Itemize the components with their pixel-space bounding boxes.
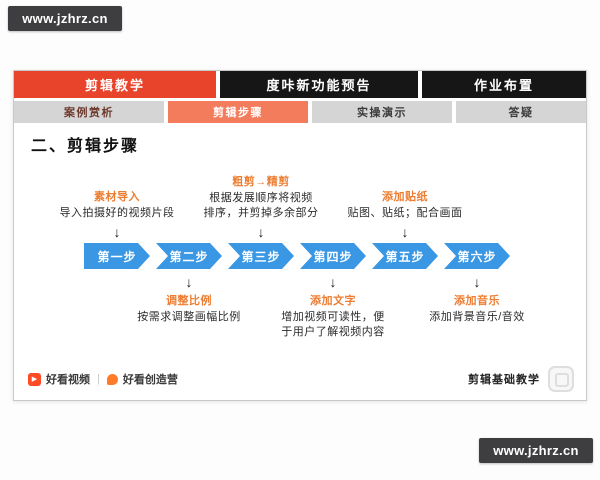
down-arrow-icon: ↓ [113, 224, 121, 240]
slide-card: 剪辑教学 度咔新功能预告 作业布置 案例赏析 剪辑步骤 实操演示 答疑 二、剪辑… [13, 70, 587, 401]
brand-haokan-video: 好看视频 [46, 374, 90, 386]
annotation-desc: 增加视频可读性，便 于用户了解视频内容 [281, 311, 385, 338]
annotation-material-import: 素材导入 导入拍摄好的视频片段 ↓ [60, 161, 175, 239]
step-2: 第二步 [156, 243, 222, 269]
step-5: 第五步 [372, 243, 438, 269]
subtab-qa[interactable]: 答疑 [456, 101, 586, 123]
brand-divider: | [97, 373, 100, 385]
main-tab-bar: 剪辑教学 度咔新功能预告 作业布置 [14, 71, 586, 98]
footer-right: 剪辑基础教学 [468, 366, 574, 392]
watermark-top-left: www.jzhrz.cn [8, 6, 122, 31]
step-4: 第四步 [300, 243, 366, 269]
subtab-practical-demo[interactable]: 实操演示 [312, 101, 452, 123]
annotation-add-sticker: 添加贴纸 贴图、贴纸；配合画面 ↓ [348, 161, 463, 239]
annotation-desc: 贴图、贴纸；配合画面 [347, 207, 463, 219]
annotation-label: 添加文字 [310, 295, 356, 307]
annotation-desc: 根据发展顺序将视频 排序，并剪掉多余部分 [203, 192, 319, 219]
slide-footer: ▶ 好看视频 | 好看创造营 剪辑基础教学 [28, 364, 574, 394]
steps-flow: 第一步 第二步 第三步 第四步 第五步 第六步 [84, 243, 510, 269]
annotation-adjust-ratio: ↓ 调整比例 按需求调整画幅比例 [137, 275, 241, 325]
down-arrow-icon: ↓ [329, 274, 337, 290]
down-arrow-icon: ↓ [473, 274, 481, 290]
sub-tab-bar: 案例赏析 剪辑步骤 实操演示 答疑 [14, 101, 586, 123]
annotation-label: 添加贴纸 [382, 191, 428, 203]
down-arrow-icon: ↓ [401, 224, 409, 240]
annotation-label: 调整比例 [166, 295, 212, 307]
annotation-label: 添加音乐 [454, 295, 500, 307]
tab-duka-feature-preview[interactable]: 度咔新功能预告 [220, 71, 418, 98]
step-3: 第三步 [228, 243, 294, 269]
step-6: 第六步 [444, 243, 510, 269]
tab-homework-assignment[interactable]: 作业布置 [422, 71, 586, 98]
annotation-add-text: ↓ 添加文字 增加视频可读性，便 于用户了解视频内容 [281, 275, 385, 340]
haokan-video-logo-icon: ▶ [28, 372, 41, 386]
annotation-add-music: ↓ 添加音乐 添加背景音乐/音效 [429, 275, 525, 325]
annotation-label: 粗剪→精剪 [232, 176, 290, 188]
brand-left: ▶ 好看视频 | 好看创造营 [28, 371, 178, 387]
annotation-desc: 导入拍摄好的视频片段 [59, 207, 175, 219]
tab-editing-teaching[interactable]: 剪辑教学 [14, 71, 216, 98]
down-arrow-icon: ↓ [185, 274, 193, 290]
watermark-bottom-right: www.jzhrz.cn [479, 438, 593, 463]
slide-body: 二、剪辑步骤 素材导入 导入拍摄好的视频片段 ↓ 粗剪→精剪 根据发展顺序将视频… [14, 123, 586, 400]
annotation-desc: 添加背景音乐/音效 [429, 311, 525, 323]
app-logo-icon [548, 366, 574, 392]
annotation-rough-fine-cut: 粗剪→精剪 根据发展顺序将视频 排序，并剪掉多余部分 ↓ [204, 161, 319, 239]
haokan-camp-logo-icon [106, 373, 118, 385]
brand-haokan-camp: 好看创造营 [122, 374, 178, 386]
slide-title: 二、剪辑步骤 [31, 138, 140, 155]
annotation-desc: 按需求调整画幅比例 [137, 311, 241, 323]
subtab-case-appreciation[interactable]: 案例赏析 [14, 101, 164, 123]
step-1: 第一步 [84, 243, 150, 269]
annotation-label: 素材导入 [94, 191, 140, 203]
subtab-editing-steps[interactable]: 剪辑步骤 [168, 101, 308, 123]
footer-caption: 剪辑基础教学 [468, 374, 540, 386]
down-arrow-icon: ↓ [257, 224, 265, 240]
